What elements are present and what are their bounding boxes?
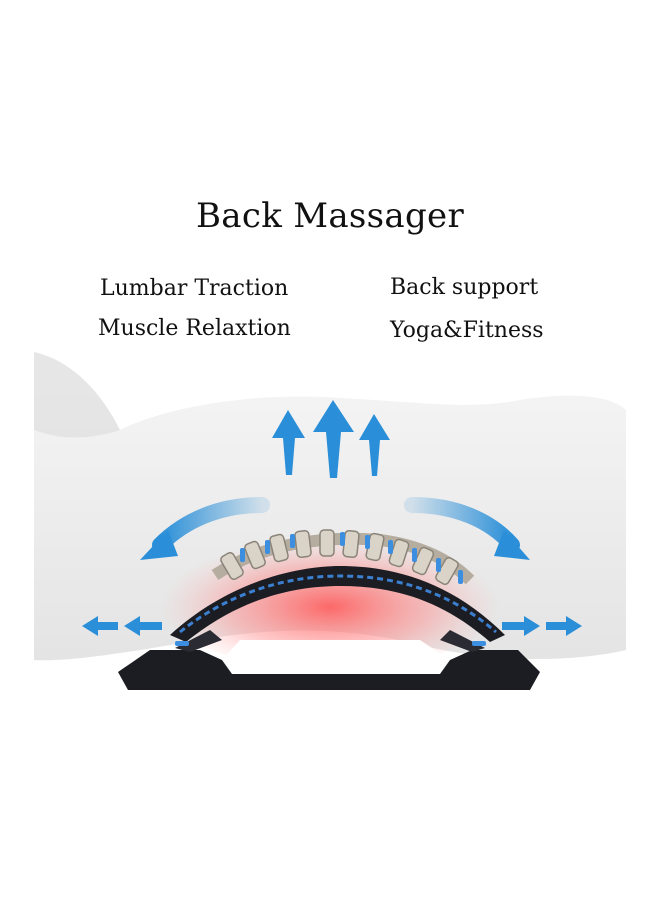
back-stretcher xyxy=(118,566,540,690)
arrow-up-icon xyxy=(272,400,390,478)
curved-arrow-left-icon xyxy=(140,497,270,560)
arm-shadow xyxy=(34,352,120,438)
page-title: Back Massager xyxy=(196,196,464,236)
feature-back-support: Back support xyxy=(390,275,539,300)
feature-yoga-fitness: Yoga&Fitness xyxy=(390,318,544,343)
curved-arrow-right-icon xyxy=(404,497,530,560)
feature-lumbar-traction: Lumbar Traction xyxy=(100,276,289,301)
feature-muscle-relaxtion: Muscle Relaxtion xyxy=(98,316,291,341)
arrow-right-icon xyxy=(502,616,582,636)
massage-pins xyxy=(240,532,463,584)
arrow-left-icon xyxy=(82,616,162,636)
